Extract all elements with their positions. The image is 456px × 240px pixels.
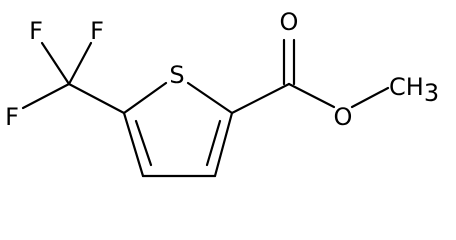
carbonyl-oxygen-label: O (280, 8, 299, 36)
methyl-subscript-text: 3 (424, 79, 439, 107)
sulfur-label: S (169, 61, 184, 89)
bond-carbonyl-carbon-to-ester-oxygen (287, 82, 336, 109)
methyl-label: CH3 (389, 73, 439, 107)
bond-sulfur-to-ring-c2 (186, 81, 234, 115)
fluorine-top-right-label: F (90, 17, 104, 45)
methyl-ch-text: CH (389, 73, 424, 101)
bond-cf3-carbon-to-left-fluorine (21, 82, 71, 110)
bond-ring-c4-to-c5-inner (134, 119, 153, 167)
bond-ring-c5-to-sulfur (122, 81, 168, 115)
fluorine-top-left-label: F (29, 17, 43, 45)
bond-ring-c2-to-carbonyl-carbon (230, 82, 291, 115)
bond-ring-c2-to-c3 (213, 111, 234, 178)
bond-ester-oxygen-to-methyl (350, 86, 390, 109)
bond-ring-c2-to-c3-inner (205, 119, 222, 167)
bond-cf3-carbon-to-top-left-fluorine (40, 41, 71, 86)
fluorine-left-label: F (5, 103, 19, 131)
chemical-structure: F F F S O O CH3 (5, 8, 439, 178)
bonds (21, 38, 390, 178)
atom-labels: F F F S O O CH3 (5, 8, 439, 131)
bond-cf3-carbon-to-top-right-fluorine (67, 41, 93, 86)
bond-ring-c4-to-c5 (122, 111, 145, 178)
bond-cf3-carbon-to-ring-c5 (67, 82, 126, 115)
ester-oxygen-label: O (334, 103, 353, 131)
